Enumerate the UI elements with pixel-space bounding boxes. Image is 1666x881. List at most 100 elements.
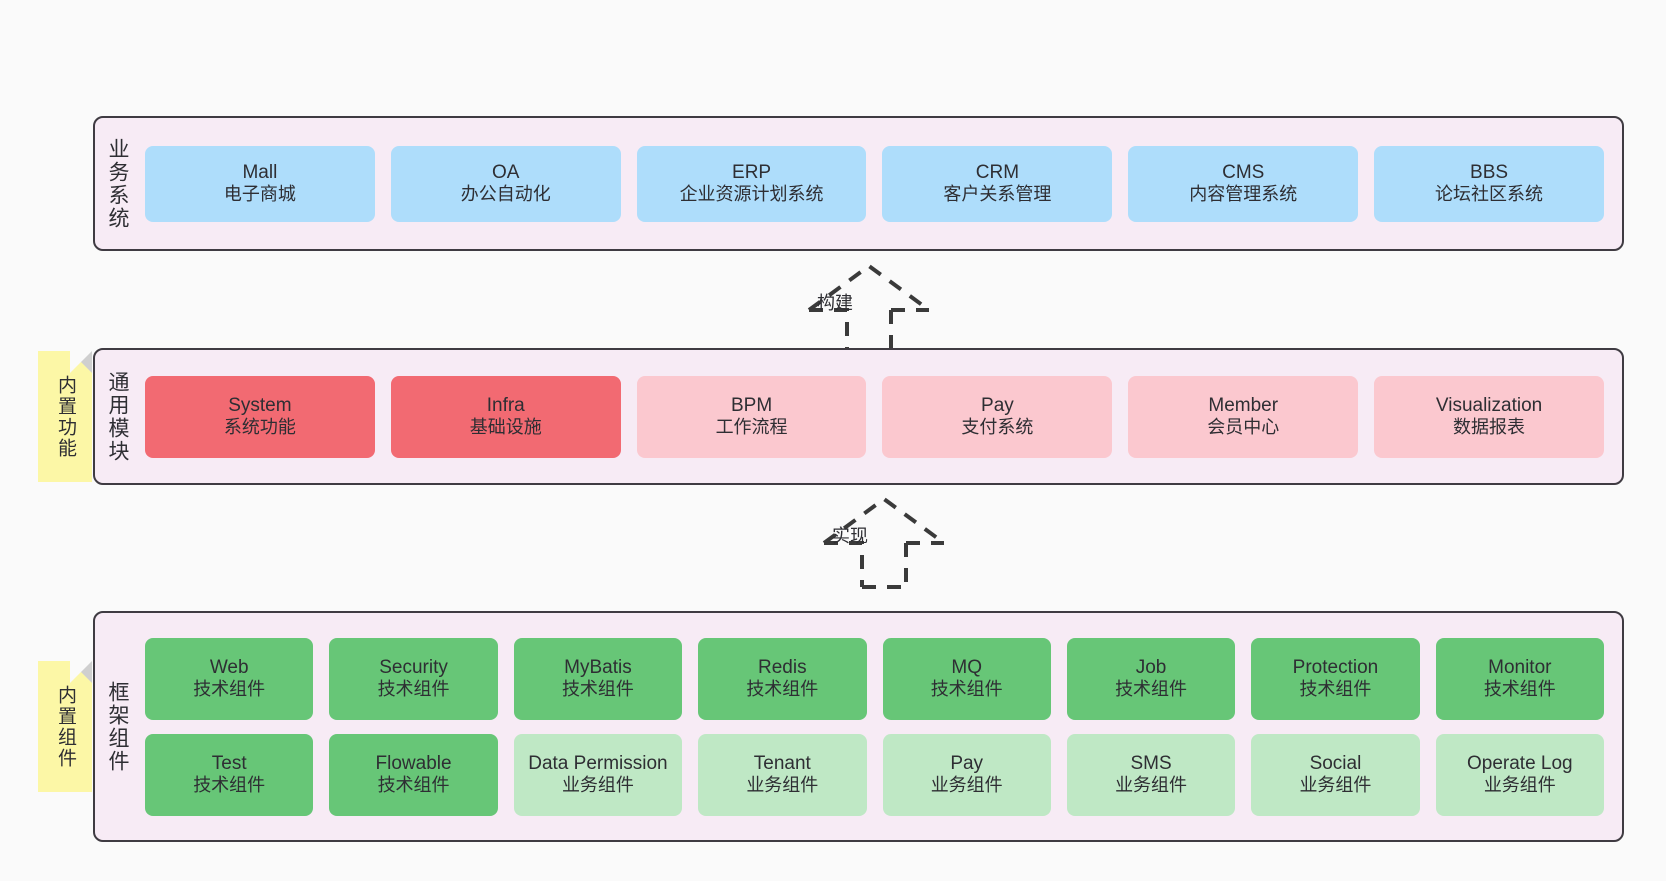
card-crm-desc: 客户关系管理 [943, 184, 1052, 205]
card-crm[interactable]: CRM 客户关系管理 [882, 145, 1113, 222]
card-protection-name: Protection [1292, 656, 1379, 678]
layer-framework-components: 框架组件 Web 技术组件 Security 技术组件 MyBatis 技术组件… [93, 611, 1624, 842]
card-sms-name: SMS [1130, 752, 1172, 774]
card-test[interactable]: Test 技术组件 [145, 733, 314, 816]
card-mall-name: Mall [242, 161, 278, 183]
card-pay-module[interactable]: Pay 支付系统 [882, 375, 1113, 458]
card-job[interactable]: Job 技术组件 [1066, 637, 1236, 720]
card-pay-component[interactable]: Pay 业务组件 [882, 733, 1051, 816]
card-visualization-name: Visualization [1435, 394, 1543, 416]
card-redis[interactable]: Redis 技术组件 [698, 637, 867, 720]
card-member-name: Member [1208, 394, 1279, 416]
card-infra-name: Infra [486, 394, 525, 416]
layer-modules-body: System 系统功能 Infra 基础设施 BPM 工作流程 Pay 支付系统… [139, 350, 1622, 483]
modules-card-row: System 系统功能 Infra 基础设施 BPM 工作流程 Pay 支付系统… [145, 375, 1604, 458]
card-test-desc: 技术组件 [193, 775, 266, 796]
framework-tech-row: Web 技术组件 Security 技术组件 MyBatis 技术组件 Redi… [145, 637, 1604, 720]
card-job-name: Job [1135, 656, 1167, 678]
card-security-desc: 技术组件 [377, 679, 450, 700]
card-security-name: Security [379, 656, 448, 678]
card-protection[interactable]: Protection 技术组件 [1251, 637, 1420, 720]
sticky-note-builtin-features-label: 内置功能 [54, 374, 76, 459]
card-flowable-desc: 技术组件 [377, 775, 450, 796]
card-erp[interactable]: ERP 企业资源计划系统 [636, 145, 867, 222]
card-web-name: Web [209, 656, 249, 678]
connector-implement-label: 实现 [832, 526, 868, 546]
card-data-permission-name: Data Permission [528, 752, 668, 774]
card-erp-name: ERP [732, 161, 772, 183]
card-mall-desc: 电子商城 [223, 184, 296, 205]
sticky-note-builtin-components: 内置组件 [38, 661, 92, 792]
card-oa[interactable]: OA 办公自动化 [390, 145, 621, 222]
layer-business-body: Mall 电子商城 OA 办公自动化 ERP 企业资源计划系统 CRM 客户关系… [139, 118, 1622, 249]
card-social[interactable]: Social 业务组件 [1251, 733, 1420, 816]
card-bpm-name: BPM [730, 394, 773, 416]
card-security[interactable]: Security 技术组件 [329, 637, 498, 720]
card-oa-name: OA [492, 161, 520, 183]
card-infra-desc: 基础设施 [469, 417, 542, 438]
card-mybatis[interactable]: MyBatis 技术组件 [513, 637, 683, 720]
card-tenant-name: Tenant [753, 752, 811, 774]
card-flowable[interactable]: Flowable 技术组件 [329, 733, 498, 816]
layer-business-systems: 业务系统 Mall 电子商城 OA 办公自动化 ERP 企业资源计划系统 CRM… [93, 116, 1624, 251]
layer-business-title: 业务系统 [106, 137, 130, 230]
sticky-note-builtin-components-label: 内置组件 [54, 684, 76, 769]
card-cms-name: CMS [1222, 161, 1265, 183]
card-monitor-name: Monitor [1488, 656, 1552, 678]
card-redis-name: Redis [758, 656, 807, 678]
layer-modules-title: 通用模块 [106, 370, 130, 463]
card-infra[interactable]: Infra 基础设施 [390, 375, 621, 458]
layer-common-modules: 通用模块 System 系统功能 Infra 基础设施 BPM 工作流程 Pay… [93, 348, 1624, 485]
connector-implement [810, 491, 958, 589]
card-web-desc: 技术组件 [193, 679, 266, 700]
card-monitor-desc: 技术组件 [1483, 679, 1556, 700]
card-mall[interactable]: Mall 电子商城 [145, 145, 375, 222]
layer-framework-body: Web 技术组件 Security 技术组件 MyBatis 技术组件 Redi… [139, 613, 1622, 840]
framework-business-row: Test 技术组件 Flowable 技术组件 Data Permission … [145, 733, 1604, 816]
sticky-fold-cut-icon [70, 661, 92, 683]
card-bbs-name: BBS [1470, 161, 1509, 183]
card-erp-desc: 企业资源计划系统 [679, 184, 824, 205]
card-pay-component-name: Pay [950, 752, 984, 774]
sticky-fold-cut-icon [70, 351, 92, 373]
card-flowable-name: Flowable [375, 752, 452, 774]
card-protection-desc: 技术组件 [1299, 679, 1372, 700]
card-social-name: Social [1309, 752, 1362, 774]
card-oa-desc: 办公自动化 [460, 184, 551, 205]
card-mq-name: MQ [951, 656, 982, 678]
card-crm-name: CRM [975, 161, 1020, 183]
card-bbs-desc: 论坛社区系统 [1435, 184, 1544, 205]
card-operate-log-desc: 业务组件 [1483, 775, 1556, 796]
card-web[interactable]: Web 技术组件 [145, 637, 314, 720]
card-social-desc: 业务组件 [1299, 775, 1372, 796]
card-cms-desc: 内容管理系统 [1189, 184, 1298, 205]
card-cms[interactable]: CMS 内容管理系统 [1128, 145, 1359, 222]
layer-framework-title: 框架组件 [106, 680, 130, 773]
connector-build [795, 258, 943, 356]
connector-build-label: 构建 [817, 293, 853, 313]
card-mybatis-name: MyBatis [564, 656, 632, 678]
card-sms-desc: 业务组件 [1115, 775, 1188, 796]
card-data-permission-desc: 业务组件 [561, 775, 634, 796]
card-mq-desc: 技术组件 [930, 679, 1003, 700]
card-system[interactable]: System 系统功能 [145, 375, 375, 458]
sticky-note-builtin-features: 内置功能 [38, 351, 92, 482]
card-data-permission[interactable]: Data Permission 业务组件 [513, 733, 683, 816]
card-operate-log-name: Operate Log [1466, 752, 1573, 774]
card-job-desc: 技术组件 [1115, 679, 1188, 700]
card-member[interactable]: Member 会员中心 [1128, 375, 1359, 458]
card-mq[interactable]: MQ 技术组件 [882, 637, 1051, 720]
dashed-hollow-arrow-up-icon [822, 496, 946, 589]
business-card-row: Mall 电子商城 OA 办公自动化 ERP 企业资源计划系统 CRM 客户关系… [145, 145, 1604, 222]
card-bbs[interactable]: BBS 论坛社区系统 [1374, 145, 1604, 222]
card-system-desc: 系统功能 [223, 417, 296, 438]
card-mybatis-desc: 技术组件 [561, 679, 634, 700]
card-tenant[interactable]: Tenant 业务组件 [698, 733, 867, 816]
card-bpm[interactable]: BPM 工作流程 [636, 375, 867, 458]
card-monitor[interactable]: Monitor 技术组件 [1435, 637, 1604, 720]
card-sms[interactable]: SMS 业务组件 [1066, 733, 1236, 816]
card-member-desc: 会员中心 [1207, 417, 1280, 438]
card-operate-log[interactable]: Operate Log 业务组件 [1435, 733, 1604, 816]
card-visualization[interactable]: Visualization 数据报表 [1374, 375, 1604, 458]
